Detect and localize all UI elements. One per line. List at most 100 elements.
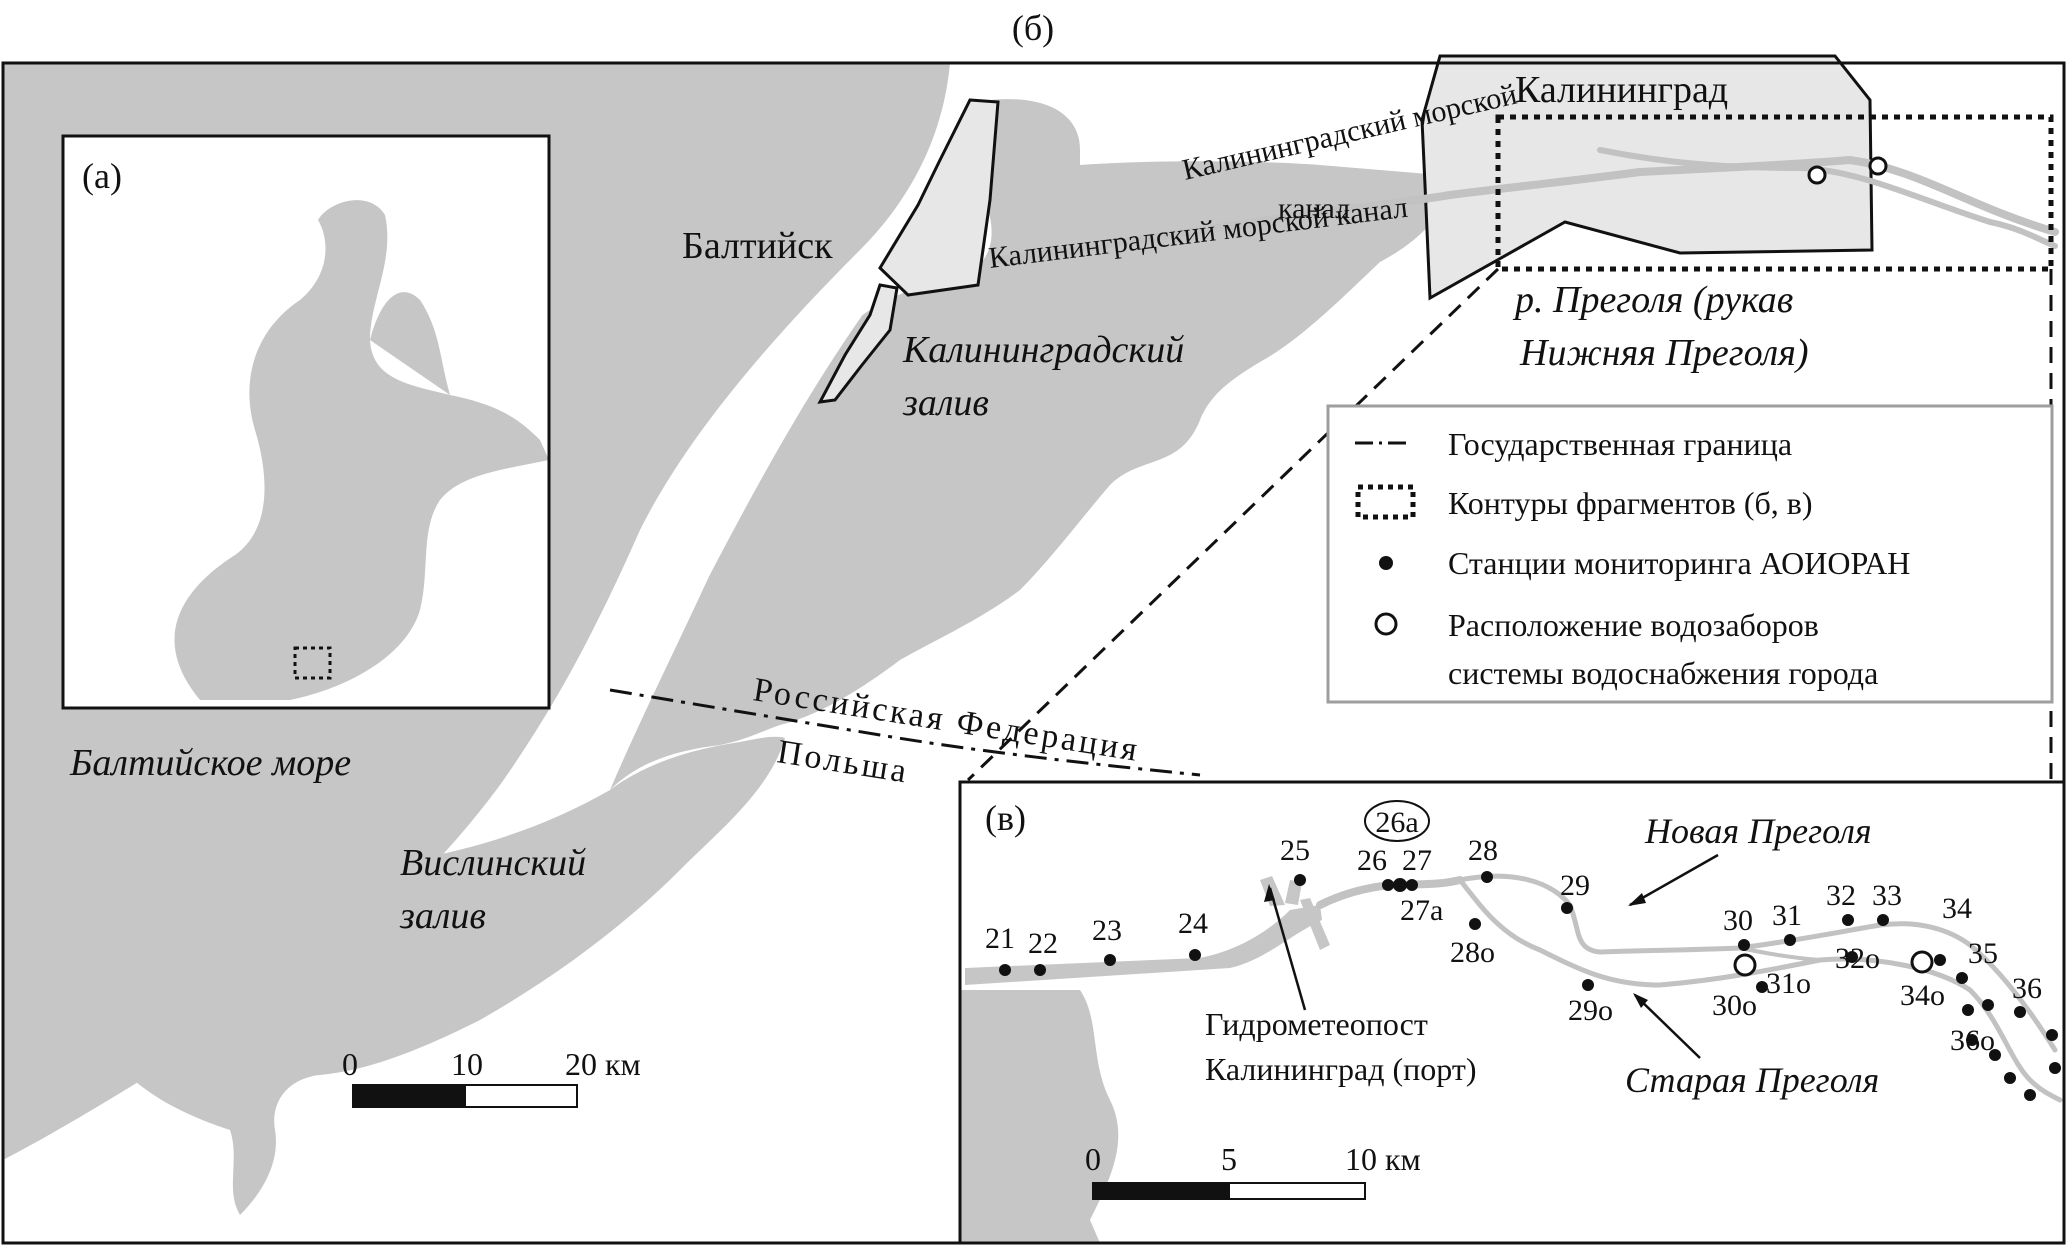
zoom-connector-left (966, 267, 1500, 782)
panel-label-b: (б) (1012, 8, 1054, 48)
arrowhead-old-pregolya (1633, 993, 1648, 1008)
label-pregolya-line2: Нижняя Преголя) (1519, 332, 1809, 374)
scale-bar-inset: 0 5 10 км (1085, 1141, 1421, 1200)
station-dot (1481, 871, 1493, 883)
inset-v-lower-pregolya (965, 905, 1322, 985)
main-panel-frame (1, 61, 2066, 1245)
inset-a-fragment-contour (293, 646, 332, 680)
station-dots (999, 871, 2061, 1101)
station-dot (1406, 879, 1418, 891)
station-dot (2049, 1062, 2061, 1074)
station-dot (1469, 918, 1481, 930)
station-label-26: 26 (1357, 844, 1387, 877)
station-label-35: 35 (1968, 937, 1998, 970)
station-dot (1034, 964, 1046, 976)
station-dot (999, 964, 1011, 976)
label-old-pregolya: Старая Преголя (1625, 1060, 1879, 1100)
label-kaliningrad: Калининград (1515, 69, 1728, 111)
station-dot (2046, 1029, 2058, 1041)
baltiysk-south-outline (817, 283, 899, 404)
inset-a-sea (174, 200, 549, 700)
pregolya-branch (1597, 147, 2058, 249)
station-dot (1962, 1004, 1974, 1016)
station-dot (1956, 972, 1968, 984)
station-dot (1738, 939, 1750, 951)
legend: Государственная граница Контуры фрагмент… (1326, 404, 2054, 704)
inset-a-gulf (370, 292, 450, 395)
station-label-23: 23 (1092, 914, 1122, 947)
arrowhead-gauge (1264, 884, 1275, 902)
station-label-27: 27 (1402, 844, 1432, 877)
station-dot (2024, 1089, 2036, 1101)
legend-border-text: Государственная граница (1448, 426, 1792, 462)
station-26a-highlight (1364, 800, 1430, 842)
label-baltiysk: Балтийск (682, 225, 833, 267)
scale-bar-main: 0 10 20 км (342, 1046, 641, 1108)
state-border-line (609, 688, 1201, 777)
water-intake-marker (1910, 950, 1934, 974)
inset-a-baltic-overview: (а) (61, 134, 551, 710)
station-label-28: 28 (1468, 834, 1498, 867)
fragment-contour-b (1495, 114, 2054, 272)
station-label-29: 29 (1560, 869, 1590, 902)
scale-inset-end: 10 км (1345, 1141, 1421, 1177)
water-intake-marker (1733, 953, 1757, 977)
station-dot (1982, 999, 1994, 1011)
arrow-old-pregolya (1634, 994, 1701, 1059)
label-gauge-line1: Гидрометеопост (1205, 1006, 1428, 1042)
legend-station-text: Станции мониторинга АОИОРАН (1448, 545, 1910, 581)
station-label-33: 33 (1872, 879, 1902, 912)
inset-v-basins (1260, 876, 1330, 950)
station-dot (1382, 879, 1394, 891)
station-dot (1104, 954, 1116, 966)
arrow-new-pregolya (1629, 853, 1719, 907)
station-dot (1989, 1049, 2001, 1061)
label-new-pregolya: Новая Преголя (1644, 811, 1872, 851)
station-dot (1846, 951, 1858, 963)
label-gauge-line2: Калининград (порт) (1205, 1051, 1476, 1087)
station-label-27a: 27а (1400, 894, 1443, 927)
station-label-36o: 36о (1950, 1024, 1995, 1057)
station-label-34o: 34о (1900, 979, 1945, 1012)
station-label-32: 32 (1826, 879, 1856, 912)
label-vistula-line2: залив (399, 895, 486, 937)
station-dot (1189, 949, 1201, 961)
station-dot (1934, 954, 1946, 966)
water-intake-marker (1807, 165, 1827, 185)
water-intake-marker (1868, 156, 1888, 176)
legend-contour-symbol (1355, 484, 1416, 520)
inset-a-label: (а) (82, 156, 122, 196)
scale-main-zero: 0 (342, 1046, 358, 1082)
station-label-24: 24 (1178, 907, 1208, 940)
inset-v-label: (в) (985, 798, 1026, 838)
legend-intake-symbol (1374, 612, 1398, 636)
station-dot (1877, 914, 1889, 926)
label-kaliningrad-bay-line1: Калининградский (902, 329, 1184, 371)
station-dot (1393, 878, 1407, 892)
scale-inset-mid: 5 (1221, 1141, 1237, 1177)
inset-v-bay (960, 990, 1119, 1243)
station-dot (1842, 914, 1854, 926)
station-dot (1966, 1034, 1978, 1046)
scale-main-end: 20 км (565, 1046, 641, 1082)
station-label-25: 25 (1280, 834, 1310, 867)
legend-intake-text-2: системы водоснабжения города (1448, 655, 1878, 691)
station-dot (1561, 902, 1573, 914)
label-canal-line2: канал (1278, 192, 1350, 225)
label-vistula-line1: Вислинский (400, 842, 586, 884)
legend-station-symbol (1379, 556, 1393, 570)
station-dot (1784, 934, 1796, 946)
label-kaliningrad-bay-line2: залив (902, 382, 989, 424)
station-label-30: 30 (1723, 904, 1753, 937)
station-label-26a: 26а (1375, 806, 1418, 839)
label-baltic-sea: Балтийское море (69, 742, 351, 784)
station-label-31: 31 (1772, 899, 1802, 932)
station-dot (2014, 1006, 2026, 1018)
scale-inset-zero: 0 (1085, 1141, 1101, 1177)
label-pregolya-line1: р. Преголя (рукав (1512, 279, 1793, 321)
station-label-21: 21 (985, 922, 1015, 955)
station-label-31o: 31о (1766, 967, 1811, 1000)
kaliningrad-bay-area (610, 99, 1444, 791)
old-pregolya-river (1457, 877, 2063, 1103)
station-dot (1582, 979, 1594, 991)
